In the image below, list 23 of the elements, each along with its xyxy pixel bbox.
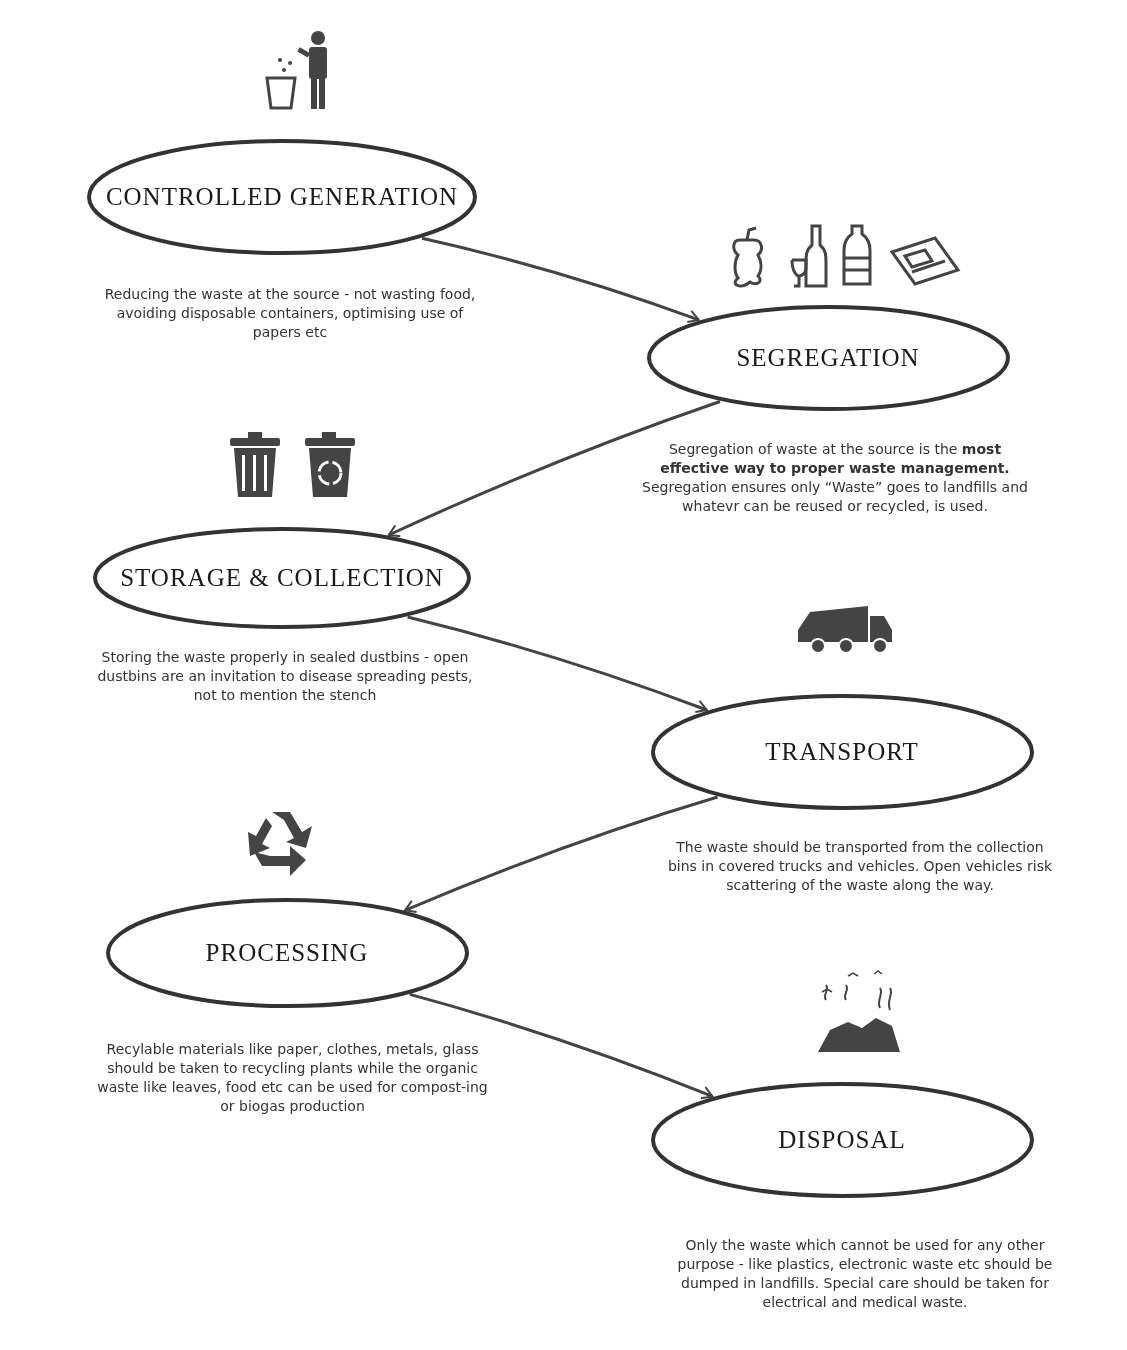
step-title: CONTROLLED GENERATION <box>105 183 459 211</box>
step-ellipse <box>649 693 1035 811</box>
step-title: DISPOSAL <box>778 1126 906 1154</box>
arrow <box>409 992 714 1100</box>
step-ellipse <box>92 526 472 630</box>
step-ellipse <box>649 1081 1035 1199</box>
description-text: Recylable materials like paper, clothes, metals, glass should be taken to recycling plants while the organic waste like leaves, food etc can be used for compost-ing or biogas production <box>96 1040 489 1116</box>
step-ellipse <box>645 304 1011 412</box>
step-title: PROCESSING <box>205 939 369 967</box>
step-ellipse <box>86 138 478 256</box>
arrow <box>407 615 708 714</box>
arrow <box>404 795 719 913</box>
description-text: Only the waste which cannot be used for any other purpose - like plastics, electronic waste etc should be dumped in landfills. Special care should be taken for electrical and medical waste. <box>676 1236 1054 1312</box>
step-title: STORAGE & COLLECTION <box>120 564 444 592</box>
description-text: The waste should be transported from the collection bins in covered trucks and vehicles. Open vehicles risk scattering of the waste along the way. <box>666 838 1054 895</box>
step-ellipse <box>104 897 470 1009</box>
arrow <box>421 236 700 324</box>
description-text: Storing the waste properly in sealed dustbins - open dustbins are an invitation to disease spreading pests, not to mention the stench <box>96 648 474 705</box>
step-title: TRANSPORT <box>765 738 919 766</box>
arrow <box>387 400 721 538</box>
step-title: SEGREGATION <box>736 344 920 372</box>
description-text: Reducing the waste at the source - not wasting food, avoiding disposable containers, optimising use of papers etc <box>103 285 477 342</box>
description-text: Segregation of waste at the source is the most effective way to proper waste management. Segregation ensures only “Waste” goes to landfills and whatevr can be reused or recycled, is used. <box>641 440 1029 516</box>
